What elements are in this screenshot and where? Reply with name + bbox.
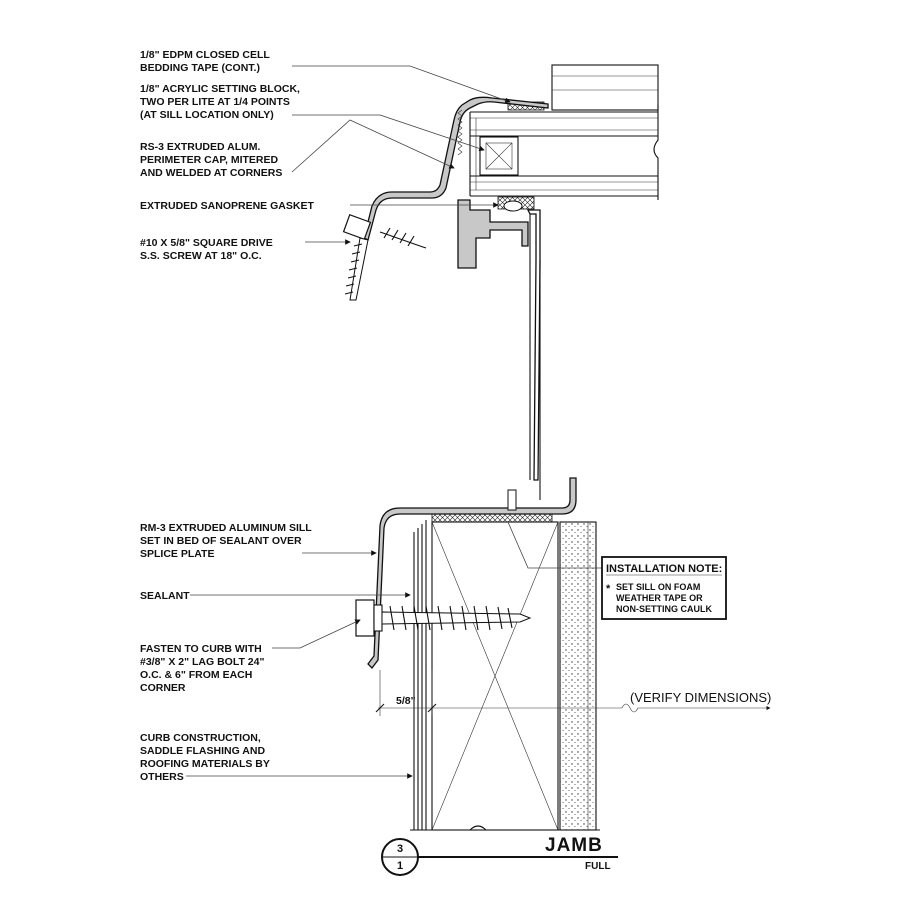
- detail-scale: FULL: [585, 861, 611, 872]
- installation-note: INSTALLATION NOTE: * SET SILL ON FOAM WE…: [601, 556, 727, 620]
- foam-weather-tape: [431, 513, 553, 523]
- label-perimeter-cap: RS-3 EXTRUDED ALUM. PERIMETER CAP, MITER…: [140, 141, 282, 179]
- leader-setting-block: [292, 114, 485, 152]
- dimension-line: 5/8" (VERIFY DIMENSIONS): [375, 670, 771, 716]
- glazing-frame-box: [551, 64, 659, 111]
- lag-bolt: [355, 599, 532, 637]
- aluminum-sill: [367, 477, 577, 669]
- frame-extrusion: [457, 199, 541, 500]
- detail-title: JAMB: [545, 835, 603, 856]
- verify-dimensions: (VERIFY DIMENSIONS): [630, 690, 771, 705]
- label-screw: #10 X 5/8" SQUARE DRIVE S.S. SCREW AT 18…: [140, 237, 276, 262]
- dimension-value: 5/8": [396, 695, 416, 707]
- leader-perimeter-cap: [291, 119, 455, 173]
- label-sealant: SEALANT: [140, 590, 190, 602]
- sheet-number: 1: [397, 860, 403, 872]
- leaders: [186, 65, 602, 779]
- leader-fasten: [272, 619, 361, 649]
- installation-note-marker: *: [606, 583, 611, 595]
- detail-title-block: 3 1 JAMB FULL: [381, 835, 618, 876]
- label-fasten: FASTEN TO CURB WITH #3/8" X 2" LAG BOLT …: [140, 643, 267, 694]
- installation-note-text: SET SILL ON FOAM WEATHER TAPE OR NON-SET…: [616, 582, 712, 614]
- leader-installation-note: [507, 521, 602, 569]
- callout-labels: 1/8" EDPM CLOSED CELL BEDDING TAPE (CONT…: [140, 49, 314, 783]
- installation-note-title: INSTALLATION NOTE:: [606, 563, 722, 575]
- curb: [410, 520, 600, 831]
- label-curb: CURB CONSTRUCTION, SADDLE FLASHING AND R…: [140, 732, 273, 783]
- glazing-panel: [469, 64, 659, 212]
- leader-bedding-tape: [292, 65, 511, 104]
- label-gasket: EXTRUDED SANOPRENE GASKET: [140, 200, 314, 212]
- label-bedding-tape: 1/8" EDPM CLOSED CELL BEDDING TAPE (CONT…: [140, 49, 273, 74]
- label-setting-block: 1/8" ACRYLIC SETTING BLOCK, TWO PER LITE…: [140, 83, 303, 121]
- detail-number: 3: [397, 843, 403, 855]
- curb-sheathing: [559, 521, 597, 831]
- cap-screw: [342, 214, 427, 301]
- label-sill: RM-3 EXTRUDED ALUMINUM SILL SET IN BED O…: [140, 522, 314, 560]
- setting-block: [479, 136, 519, 176]
